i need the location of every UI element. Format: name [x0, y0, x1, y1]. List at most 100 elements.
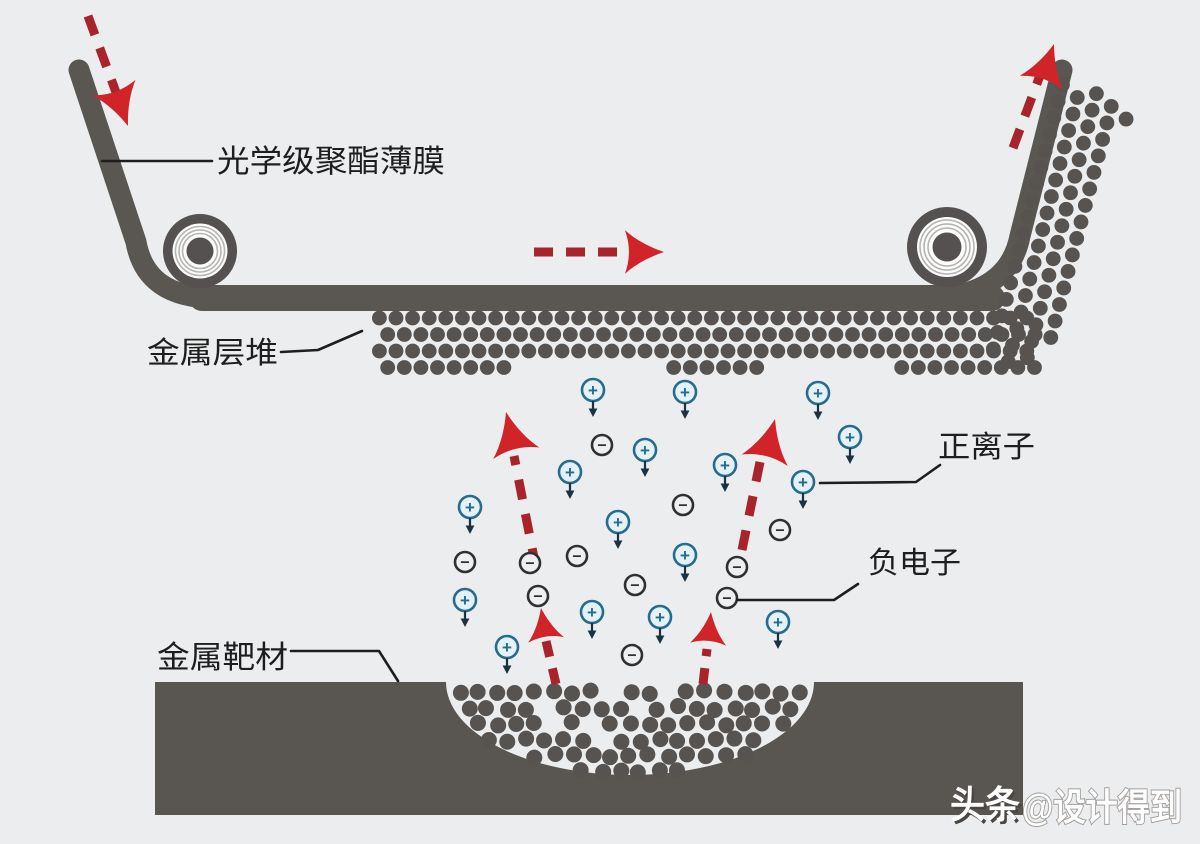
metal-particle	[977, 360, 993, 375]
sputtered-particle	[745, 732, 762, 749]
sputtered-particle	[707, 731, 724, 748]
sputtered-particle	[613, 700, 630, 717]
down-arrow-icon	[640, 468, 650, 477]
film-exit-arrow-head	[1019, 44, 1064, 90]
minus-icon: −	[722, 591, 731, 608]
roller-ring	[919, 219, 975, 275]
metal-particle	[666, 360, 682, 375]
metal-particle	[1069, 231, 1085, 246]
sputtered-particle	[632, 733, 649, 750]
metal-particle	[479, 327, 495, 342]
metal-particle	[621, 343, 636, 359]
metal-particle	[903, 343, 918, 359]
metal-particle	[670, 310, 686, 326]
metal-particle	[787, 310, 802, 326]
sputter-plume-left-dashes	[509, 455, 541, 569]
metal-particle	[463, 327, 479, 342]
metal-particle	[1035, 222, 1051, 237]
metal-particle	[1069, 90, 1085, 105]
metal-particle	[1041, 267, 1057, 283]
metal-particle	[1052, 297, 1067, 312]
metal-particle	[795, 327, 811, 342]
sputtered-particle	[582, 682, 599, 699]
metal-particle	[732, 360, 748, 375]
negative-electron: −	[565, 544, 589, 568]
metal-particle	[1099, 115, 1115, 131]
metal-particle	[803, 343, 819, 359]
down-arrow-icon	[565, 490, 575, 499]
sputtered-particle	[595, 763, 612, 780]
plus-icon: +	[613, 513, 623, 532]
metal-particle	[388, 310, 404, 326]
sputtered-particle	[688, 700, 705, 717]
metal-particle	[396, 360, 412, 375]
sputtered-particle	[546, 683, 563, 700]
metal-particle	[1010, 360, 1026, 375]
down-arrow-icon	[813, 411, 823, 420]
sputtered-particle	[648, 701, 665, 718]
metal-particle	[861, 327, 877, 342]
metal-particle	[413, 327, 429, 342]
metal-particle	[1033, 159, 1049, 175]
metal-particle	[944, 360, 959, 375]
metal-particle	[1011, 327, 1026, 342]
sputtered-particle	[461, 700, 478, 717]
metal-particle	[562, 327, 578, 342]
metal-particle	[1064, 247, 1080, 263]
plus-icon: +	[773, 613, 783, 632]
metal-particle	[886, 310, 902, 326]
metal-particle	[1037, 284, 1052, 300]
sputter-plume-left-head	[528, 608, 564, 643]
plus-icon: +	[587, 603, 597, 622]
metal-particle	[998, 291, 1014, 307]
metal-particle	[421, 343, 437, 359]
metal-particle	[1043, 189, 1059, 204]
negative-electron: −	[453, 550, 477, 574]
plus-icon: +	[680, 546, 690, 565]
metal-particle	[446, 360, 462, 375]
metal-particle	[845, 327, 860, 342]
sputtered-particle	[699, 714, 716, 731]
positive-ion: +	[457, 494, 483, 534]
negative-electron: −	[768, 518, 792, 542]
down-arrow-icon	[460, 618, 470, 627]
plus-icon: +	[720, 456, 730, 475]
metal-particle	[587, 310, 603, 326]
metal-particle	[953, 343, 968, 359]
sputtered-particle	[518, 730, 535, 747]
metal-particle	[1007, 258, 1023, 274]
plus-icon: +	[588, 381, 598, 400]
metal-particle	[712, 327, 728, 342]
sputtered-particle	[764, 698, 781, 715]
metal-particle	[737, 343, 752, 359]
sputtered-particle	[782, 701, 799, 718]
sputtered-particle	[525, 715, 542, 732]
metal-particle	[430, 360, 445, 375]
positive-ion: +	[579, 599, 605, 639]
positive-ion: +	[805, 380, 831, 420]
sputtered-particle	[754, 715, 771, 732]
sputtered-particle	[602, 749, 619, 766]
down-arrow-icon	[613, 540, 623, 549]
sputtered-particle	[716, 683, 733, 700]
metal-particle	[554, 310, 570, 326]
plasma-ion-cloud: ++++++++++++++++−−−−−−−−−−−	[452, 377, 863, 674]
metal-particle	[1024, 192, 1040, 208]
metal-particle	[1058, 201, 1074, 217]
metal-particle	[604, 343, 620, 359]
metal-particle	[1056, 280, 1072, 296]
metal-particle	[1002, 343, 1018, 359]
metal-particle	[1061, 123, 1077, 138]
metal-particle	[380, 327, 396, 342]
metal-particle	[521, 310, 537, 326]
sputtered-particle	[727, 700, 744, 717]
metal-particle	[1073, 214, 1089, 230]
metal-particle	[1065, 106, 1081, 122]
negative-electron-circle	[715, 586, 739, 610]
metal-particle	[513, 327, 528, 342]
metal-particle	[762, 327, 777, 342]
sputtered-particle-dots	[452, 682, 808, 781]
sputter-plume-left-dashes	[541, 639, 561, 686]
metal-particle	[1050, 234, 1065, 250]
metal-particle	[753, 310, 769, 326]
